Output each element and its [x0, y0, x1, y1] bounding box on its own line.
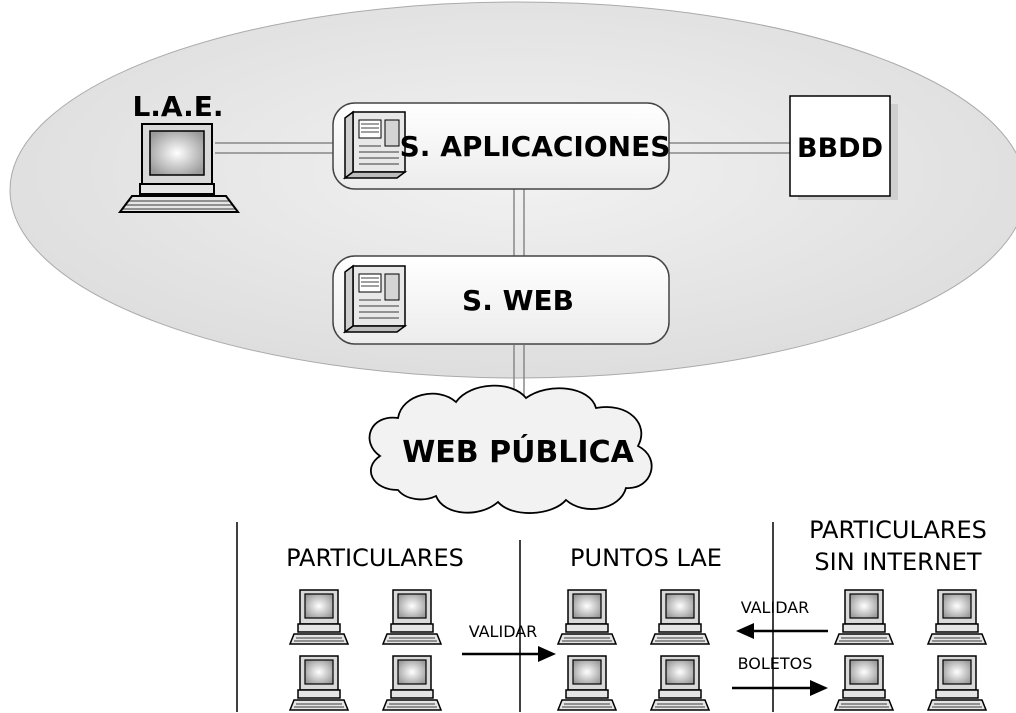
app-server-label: S. APLICACIONES: [400, 130, 671, 163]
arrow-boletos-right: BOLETOS: [732, 654, 828, 696]
computer-icon: [927, 589, 987, 645]
database-label: BBDD: [797, 133, 883, 164]
section-dividers: [236, 522, 774, 712]
section-title-sin-internet-line2: SIN INTERNET: [814, 548, 982, 576]
computer-icon: [118, 123, 240, 213]
arrow-validar-right: VALIDAR: [462, 622, 556, 662]
computer-icon: [382, 589, 442, 645]
lae-label: L.A.E.: [132, 90, 223, 123]
computer-icon: [927, 655, 987, 711]
section-title-sin-internet-line1: PARTICULARES: [809, 516, 987, 544]
arrow-label-boletos: BOLETOS: [738, 654, 813, 673]
lae-computer: L.A.E.: [118, 90, 240, 213]
cloud-icon: [368, 384, 653, 514]
connection-lines: [215, 142, 790, 402]
arrow-validar-left: VALIDAR: [736, 598, 828, 639]
computer-icon: [289, 655, 349, 711]
arrow-label-validar-left: VALIDAR: [469, 622, 538, 641]
computer-icon: [834, 589, 894, 645]
computer-icon: [650, 655, 710, 711]
internal-network-ellipse: [9, 1, 1016, 379]
public-web-cloud: WEB PÚBLICA: [368, 384, 653, 514]
arrow-label-validar-right: VALIDAR: [741, 598, 810, 617]
database-node: BBDD: [789, 95, 898, 200]
section-title-puntos-lae: PUNTOS LAE: [570, 544, 722, 572]
web-server-label: S. WEB: [462, 284, 574, 317]
server-icon: [344, 265, 406, 333]
computer-icon: [382, 655, 442, 711]
computer-icon: [834, 655, 894, 711]
puntos-lae-computers: [557, 589, 710, 711]
computer-icon: [557, 655, 617, 711]
computer-icon: [557, 589, 617, 645]
computer-icon: [289, 589, 349, 645]
particulares-computers: [289, 589, 442, 711]
computer-icon: [650, 589, 710, 645]
app-server-node: S. APLICACIONES: [332, 102, 671, 190]
public-web-label: WEB PÚBLICA: [402, 433, 634, 470]
sin-internet-computers: [834, 589, 987, 711]
section-title-particulares: PARTICULARES: [286, 544, 464, 572]
server-icon: [344, 111, 406, 179]
web-server-node: S. WEB: [332, 255, 670, 345]
